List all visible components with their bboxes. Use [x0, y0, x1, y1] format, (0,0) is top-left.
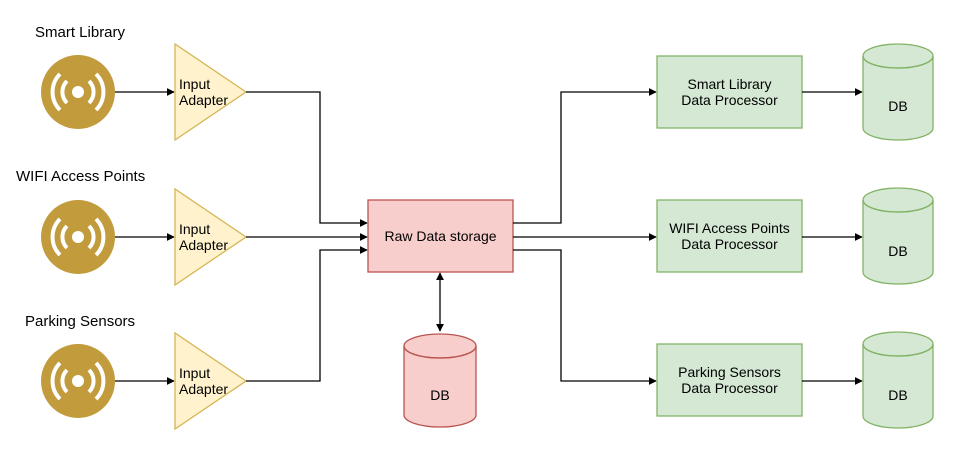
input-adapter-smart-library: [174, 42, 248, 142]
processor-label: Data Processor: [681, 236, 778, 252]
connector-arrow: [513, 249, 657, 385]
adapter-label: Adapter: [179, 237, 228, 253]
db-label: DB: [888, 387, 907, 403]
raw-data-storage-box: [367, 199, 514, 273]
processor-label: Parking Sensors: [678, 364, 781, 380]
input-adapter-parking-sensors: [174, 331, 248, 431]
adapter-label: Input: [179, 365, 210, 381]
parking-sensors-processor-box: [656, 343, 803, 417]
db-label: DB: [888, 98, 907, 114]
input-adapter-wifi-access-points: [174, 187, 248, 287]
db-label: DB: [888, 243, 907, 259]
adapter-label: Adapter: [179, 92, 228, 108]
source-label-parking-sensors: Parking Sensors: [25, 313, 135, 330]
db-cylinder: [862, 331, 934, 429]
adapter-label: Adapter: [179, 381, 228, 397]
processor-label: Data Processor: [681, 380, 778, 396]
storage-db-cylinder: [403, 333, 477, 428]
processor-label: Data Processor: [681, 92, 778, 108]
storage-db-label: DB: [430, 387, 449, 403]
sensor-signal-icon: [41, 344, 115, 418]
source-label-wifi-access-points: WIFI Access Points: [16, 168, 145, 185]
db-cylinder: [862, 187, 934, 285]
connector-arrow: [513, 88, 657, 224]
db-cylinder: [862, 43, 934, 141]
connector-arrow: [246, 91, 368, 227]
raw-data-storage-label: Raw Data storage: [384, 228, 496, 244]
connector-arrow: [246, 246, 368, 382]
adapter-label: Input: [179, 221, 210, 237]
processor-label: WIFI Access Points: [669, 220, 790, 236]
sensor-signal-icon: [41, 55, 115, 129]
smart-library-processor-box: [656, 55, 803, 129]
sensor-signal-icon: [41, 200, 115, 274]
processor-label: Smart Library: [687, 76, 771, 92]
wifi-access-points-processor-box: [656, 199, 803, 273]
adapter-label: Input: [179, 76, 210, 92]
source-label-smart-library: Smart Library: [35, 24, 126, 41]
